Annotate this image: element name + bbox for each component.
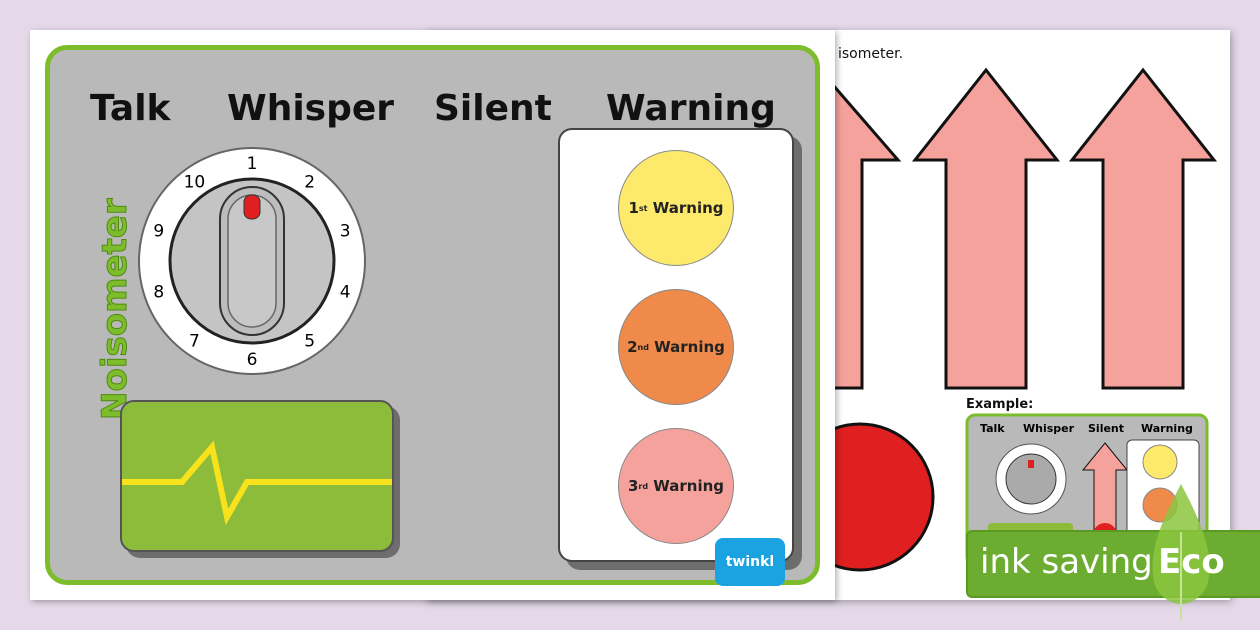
arrow-2 [911,67,1061,390]
label-warning: Warning [606,88,776,129]
volume-dial[interactable]: 1 2 3 4 5 6 7 8 9 10 [136,145,368,377]
sound-wave-icon [122,440,392,526]
dial-number: 3 [340,222,351,242]
noisometer-title: Noisometer [95,198,136,421]
dial-number: 7 [189,331,200,351]
twinkl-logo: twinkl [715,538,785,586]
arrow-3 [1068,67,1218,390]
dial-number: 1 [247,154,258,174]
noisometer-board: Talk Whisper Silent Warning Noisometer 1… [45,45,820,585]
example-label: Example: [966,397,1033,412]
example-whisper: Whisper [1023,422,1075,435]
dial-number: 9 [153,222,164,242]
example-silent: Silent [1088,422,1124,435]
dial-number: 10 [184,173,206,193]
ink-saving-text: ink saving [980,542,1153,582]
example-talk: Talk [980,422,1005,435]
label-talk: Talk [90,88,171,129]
dial-number: 2 [304,173,315,193]
instructions-text: isometer. [838,46,903,62]
front-page: Talk Whisper Silent Warning Noisometer 1… [30,30,835,600]
dial-number: 6 [247,350,258,370]
example-warning: Warning [1141,422,1193,435]
ink-saving-banner: ink saving Eco [966,484,1260,620]
dial-number: 4 [340,282,351,302]
leaf-icon [1152,484,1210,620]
eco-badge: Eco [1158,542,1225,582]
dial-number: 8 [153,282,164,302]
label-whisper: Whisper [227,88,395,129]
dial-number: 5 [304,331,315,351]
label-silent: Silent [434,88,552,129]
sound-wave-screen [120,400,394,552]
